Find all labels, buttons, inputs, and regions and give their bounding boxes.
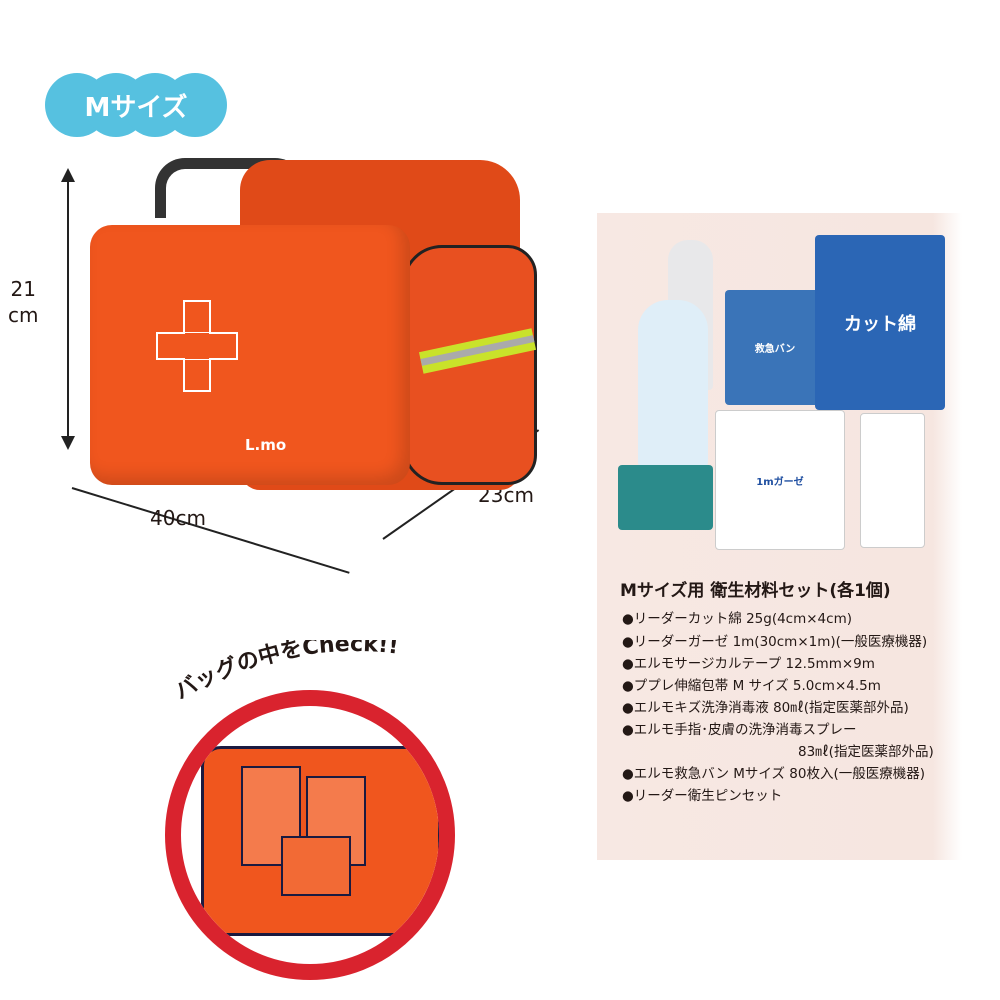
bag-image: L.mo xyxy=(90,150,550,520)
disinfectant-bottle xyxy=(638,300,708,470)
size-badge: Mサイズ xyxy=(45,73,227,137)
surgical-tape-box xyxy=(618,465,713,530)
set-item: ●ププレ伸縮包帯 M サイズ 5.0cm×4.5m xyxy=(622,678,881,694)
set-item: ●リーダーガーゼ 1m(30cm×1m)(一般医療機器) xyxy=(622,634,928,650)
products-photo: 救急バン カット綿 1mガーゼ xyxy=(610,235,950,555)
set-item: ●エルモサージカルテープ 12.5mm×9m xyxy=(622,656,875,672)
cotton-pack-label: カット綿 xyxy=(844,313,916,335)
height-arrow xyxy=(67,175,69,440)
set-item: ●エルモキズ洗浄消毒液 80㎖(指定医薬部外品) xyxy=(622,700,909,716)
size-badge-label: Mサイズ xyxy=(84,92,188,123)
gauze-pack: 1mガーゼ xyxy=(715,410,845,550)
arrow-head-icon xyxy=(61,168,75,182)
set-item: ●エルモ手指･皮膚の洗浄消毒スプレー xyxy=(622,722,857,738)
set-item: ●リーダー衛生ピンセット xyxy=(622,788,783,804)
height-label: 21 cm xyxy=(8,277,39,327)
width-label: 40cm xyxy=(150,506,206,530)
set-item-continued: 83㎖(指定医薬部外品) xyxy=(798,744,934,760)
bag-inside-photo xyxy=(165,690,455,980)
tweezers-pack xyxy=(860,413,925,548)
cotton-pack: カット綿 xyxy=(815,235,945,410)
set-item: ●エルモ救急バン Mサイズ 80枚入(一般医療機器) xyxy=(622,766,925,782)
gauze-pack-label: 1mガーゼ xyxy=(756,476,804,488)
set-item: ●リーダーカット綿 25g(4cm×4cm) xyxy=(622,611,852,627)
bandage-box: 救急バン xyxy=(725,290,825,405)
cross-icon xyxy=(156,300,238,392)
bag-logo: L.mo xyxy=(245,436,287,454)
bandage-box-label: 救急バン xyxy=(754,344,796,355)
set-title: Mサイズ用 衛生材料セット(各1個) xyxy=(620,581,891,601)
arrow-head-icon xyxy=(61,436,75,450)
